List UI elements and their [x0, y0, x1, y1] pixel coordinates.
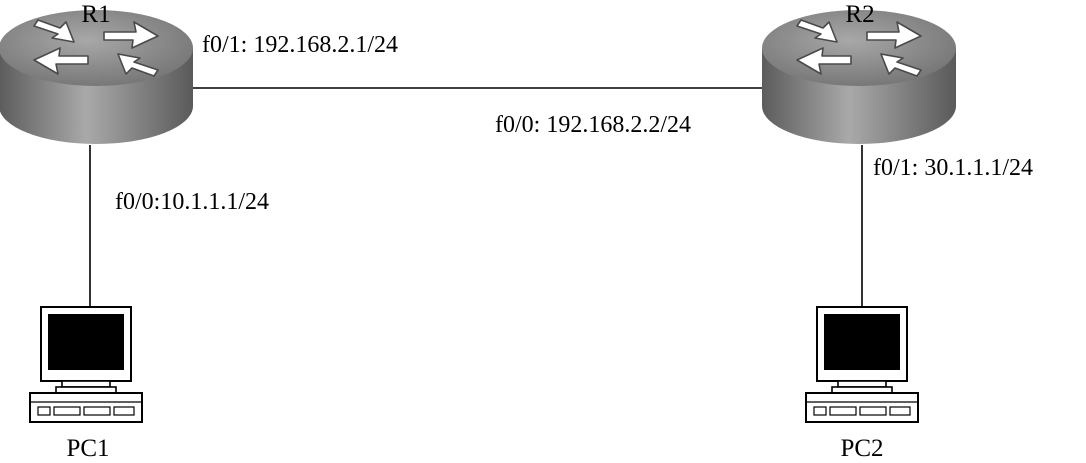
pc-pc2[interactable]: [805, 306, 919, 423]
router-icon: [0, 9, 194, 145]
pc2-label: PC2: [840, 435, 883, 462]
router-r1[interactable]: [0, 9, 194, 145]
computer-icon: [805, 306, 919, 423]
r1-f01-interface-label: f0/1: 192.168.2.1/24: [202, 32, 398, 58]
router-r2-label: R2: [845, 1, 874, 28]
r2-f00-interface-label: f0/0: 192.168.2.2/24: [495, 112, 691, 138]
r1-f00-interface-label: f0/0:10.1.1.1/24: [115, 189, 269, 215]
router-icon: [761, 9, 957, 145]
router-r2[interactable]: [761, 9, 957, 145]
router-r1-label: R1: [81, 1, 110, 28]
pc1-label: PC1: [66, 435, 109, 462]
computer-icon: [29, 306, 143, 423]
r2-f01-interface-label: f0/1: 30.1.1.1/24: [873, 155, 1033, 181]
pc-pc1[interactable]: [29, 306, 143, 423]
